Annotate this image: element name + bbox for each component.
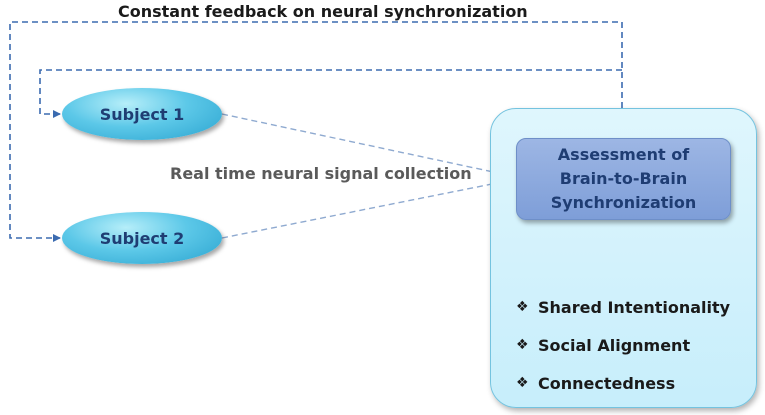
signal-collection-label: Real time neural signal collection (170, 164, 472, 183)
assessment-box: Assessment of Brain-to-Brain Synchroniza… (516, 138, 731, 220)
diamond-bullet-icon: ❖ (516, 375, 529, 391)
list-item: ❖ Social Alignment (516, 326, 730, 364)
item-label: Shared Intentionality (538, 297, 731, 317)
item-label: Connectedness (538, 373, 676, 393)
subject-1-label: Subject 1 (99, 104, 185, 124)
assessment-line-1: Assessment of (557, 145, 690, 164)
item-label: Social Alignment (538, 335, 691, 355)
list-item: ❖ Connectedness (516, 364, 730, 402)
subject-2-label: Subject 2 (99, 228, 185, 248)
assessment-line-2: Brain-to-Brain (559, 169, 688, 188)
feedback-title: Constant feedback on neural synchronizat… (118, 2, 528, 21)
feedback-line-inner (39, 69, 622, 118)
list-item: ❖ Shared Intentionality (516, 288, 730, 326)
diamond-bullet-icon: ❖ (516, 299, 529, 315)
signal-line-subject-2 (221, 179, 513, 239)
diamond-bullet-icon: ❖ (516, 337, 529, 353)
subject-1-node: Subject 1 (62, 88, 222, 140)
outcome-list: ❖ Shared Intentionality ❖ Social Alignme… (516, 288, 730, 402)
assessment-line-3: Synchronization (550, 193, 697, 212)
feedback-line-outer (9, 21, 623, 242)
subject-2-node: Subject 2 (62, 212, 222, 264)
